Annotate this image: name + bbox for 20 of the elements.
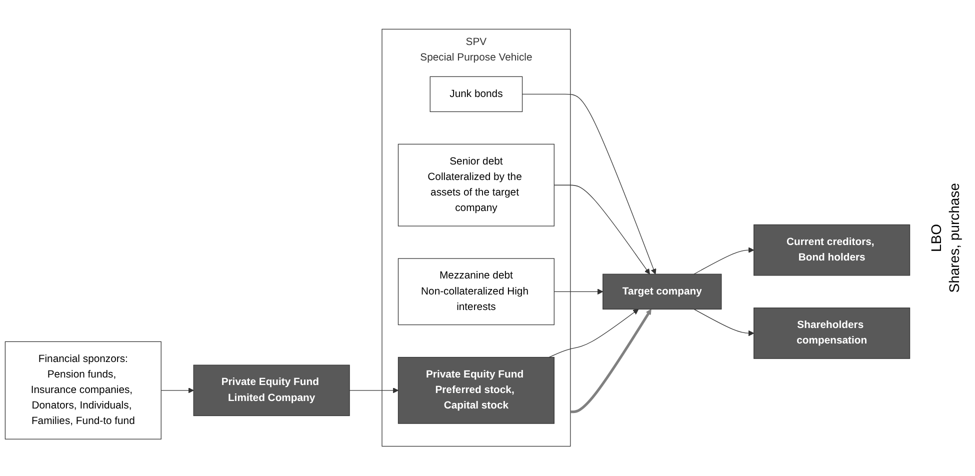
arrow [522, 94, 656, 275]
arrow [554, 185, 650, 275]
node-box: Senior debt Collateralized by the assets of the target company [398, 144, 554, 227]
arrow [548, 309, 639, 358]
arrow [694, 309, 754, 336]
node-box: Target company [602, 274, 722, 310]
rotated-note: Shares, purchase [946, 183, 962, 293]
node-box: Private Equity Fund Limited Company [193, 365, 350, 416]
arrow [160, 388, 194, 394]
node-box: Financial sponzors: Pension funds, Insurance companies, Donators, Individuals, Families, Fund-to fund [4, 342, 162, 440]
node-box: Private Equity Fund Preferred stock, Capital stock [398, 357, 554, 424]
node-box: Junk bonds [430, 76, 523, 112]
node-box: Mezzanine debt Non-collateralized High interests [398, 258, 554, 326]
arrow [694, 247, 754, 275]
arrow [570, 309, 652, 414]
arrow [349, 388, 398, 394]
arrow [554, 289, 604, 295]
node-box: Current creditors, Bond holders [754, 224, 910, 276]
rotated-note: LBO [928, 224, 944, 252]
node-box: Shareholders compensation [754, 308, 910, 360]
